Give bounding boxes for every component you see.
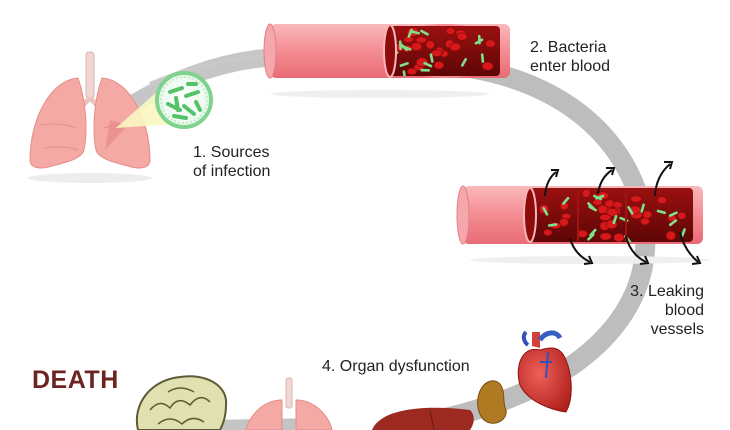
bacterium [589,228,597,237]
red-blood-cell [612,201,623,209]
step-2-line-2: enter blood [530,58,611,75]
red-blood-cell [642,210,653,219]
bacterium [480,53,485,63]
death-label: DEATH [32,366,119,394]
red-blood-cell [406,67,418,76]
red-blood-cell [433,61,445,70]
step-3-line-3: vessels [650,321,704,338]
step-3-line-1: 3. Leaking [630,283,704,300]
bacterium [399,61,409,67]
red-blood-cell [431,49,443,57]
bacterium [429,53,434,63]
bacterium [587,233,595,241]
red-blood-cell [415,57,429,68]
bacterium [407,28,413,38]
red-blood-cell [449,42,462,52]
red-blood-cell [613,232,625,242]
bacterium [640,203,645,213]
red-blood-cell [640,217,650,226]
red-blood-cell [425,39,435,50]
lungs-icon [28,51,152,183]
bacterium [542,206,549,216]
bacterium [680,228,686,238]
step-1-line-2: of infection [193,163,271,180]
red-blood-cell [543,228,553,236]
lungs-icon-2 [245,377,333,430]
step-3-line-2: blood [664,302,704,319]
leaking-vessel-icon [456,185,710,264]
bacterium [668,219,678,227]
bacterium [423,61,433,68]
red-blood-cell [456,32,468,41]
step-3-label: 3. Leaking blood vessels [612,282,704,339]
red-blood-cell [581,188,591,198]
bacterium [420,29,429,36]
red-blood-cell [415,36,428,44]
red-blood-cell [665,230,677,241]
bacteria-magnifier-icon [116,71,213,129]
step-1-line-1: 1. Sources [193,144,270,161]
step-2-line-1: 2. Bacteria [530,39,607,56]
bacterium [402,45,412,51]
red-blood-cell [630,195,642,203]
red-blood-cell [677,211,687,220]
brain-icon [135,375,228,430]
liver-icon [372,407,474,430]
red-blood-cell [481,61,494,71]
bacterium [410,30,420,35]
bacterium [562,196,570,205]
step-2-label: 2. Bacteria enter blood [530,38,610,76]
heart-icon [517,330,572,413]
bacterium [668,211,678,217]
step-4-label: 4. Organ dysfunction [322,358,470,375]
bacterium [595,194,605,200]
red-blood-cell [599,232,612,241]
leak-arrows [544,161,702,265]
red-blood-cell [599,213,612,222]
bacterium [612,215,618,225]
bacterium [547,223,558,227]
bacterium [627,206,634,215]
kidney-icon [477,380,507,424]
bacterium [587,202,595,210]
bacterium [656,209,667,215]
bacterium [402,70,407,76]
red-blood-cell [485,39,496,48]
red-blood-cell [559,217,569,227]
red-blood-cell [410,42,423,52]
red-blood-cell [657,196,668,205]
blood-vessel-icon [263,23,510,98]
red-blood-cell [445,27,456,35]
step-1-label: 1. Sources of infection [193,143,270,181]
bacterium [460,57,468,67]
red-blood-cell [606,207,619,217]
